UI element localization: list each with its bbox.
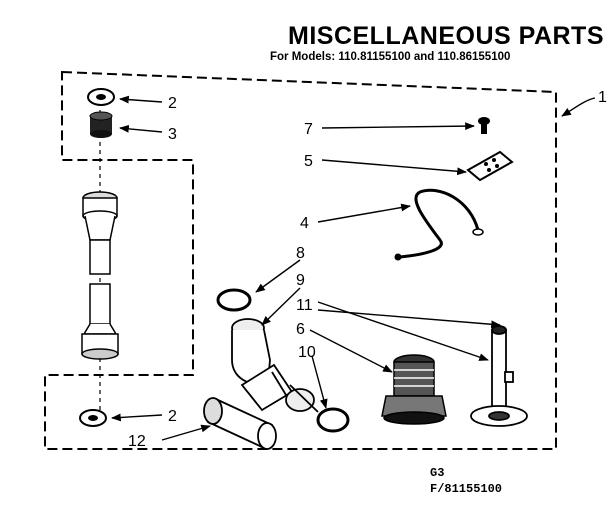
washer-bottom	[79, 409, 107, 427]
callout-2-top: 2	[168, 95, 177, 112]
callout-6: 6	[296, 321, 305, 338]
clamp-ring	[216, 288, 252, 312]
valve-fitting	[381, 354, 447, 425]
straight-tube	[203, 397, 277, 450]
callout-1: 1	[598, 89, 607, 106]
callout-9: 9	[296, 272, 305, 289]
callout-12: 12	[128, 433, 146, 450]
models-subtitle: For Models: 110.81155100 and 110.8615510…	[270, 51, 511, 63]
callout-10: 10	[298, 344, 316, 361]
cap-part	[89, 111, 113, 138]
ground-wire	[394, 188, 484, 261]
o-ring	[316, 407, 350, 433]
diagram-title: MISCELLANEOUS PARTS	[288, 22, 604, 50]
callout-7: 7	[304, 121, 313, 138]
callout-3: 3	[168, 126, 177, 143]
footer-figure-number: F/81155100	[430, 482, 503, 496]
callout-8: 8	[296, 245, 305, 262]
leader-lines	[111, 95, 596, 441]
callout-4: 4	[300, 215, 309, 232]
screw-part	[478, 117, 490, 134]
pedestal-part	[470, 325, 528, 427]
elbow-hose	[231, 318, 319, 413]
clip-part	[466, 150, 514, 182]
callout-2-bottom: 2	[168, 408, 177, 425]
callout-5: 5	[304, 153, 313, 170]
callout-11: 11	[296, 297, 313, 314]
washer-top	[87, 88, 115, 106]
footer-code: G3	[430, 466, 445, 480]
tube-assembly	[81, 191, 119, 360]
